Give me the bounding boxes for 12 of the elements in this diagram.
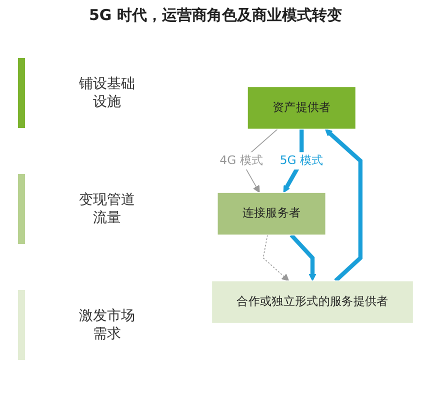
arrow bbox=[324, 128, 362, 282]
node-box: 合作或独立形式的服务提供者 bbox=[211, 280, 414, 324]
arrow bbox=[262, 234, 290, 282]
arrow bbox=[290, 234, 316, 282]
node-box: 连接服务者 bbox=[216, 192, 326, 236]
node-box: 资产提供者 bbox=[247, 86, 356, 130]
legend-label: 变现管道流量 bbox=[78, 191, 136, 227]
edge-label: 4G 模式 bbox=[220, 154, 264, 168]
title: 5G 时代，运营商角色及商业模式转变 bbox=[88, 6, 343, 25]
edge-label: 5G 模式 bbox=[280, 154, 324, 168]
legend-label: 铺设基础设施 bbox=[78, 75, 136, 111]
legend-label: 激发市场需求 bbox=[78, 307, 136, 343]
